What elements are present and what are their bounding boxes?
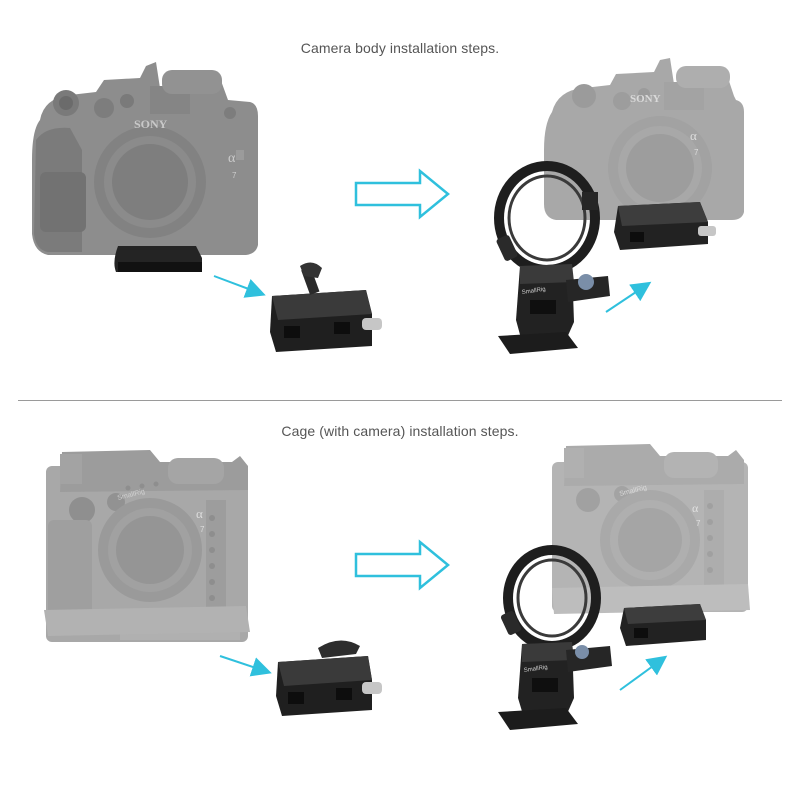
rotating-mount: SmallRig [494, 161, 610, 354]
caption-camera-body: Camera body installation steps. [300, 40, 500, 56]
right-arrow-outline-icon [354, 539, 450, 591]
right-arrow-outline-icon [354, 168, 450, 220]
quick-release-clamp-mounted [620, 604, 706, 646]
camera-model-number-right: 7 [694, 148, 699, 157]
mount-brand-label: SmallRig [523, 665, 548, 674]
section-divider [18, 400, 782, 401]
rotating-mount: SmallRig [498, 545, 612, 730]
cage-steps: SmallRig α 7 SmallRig α 7 [0, 400, 800, 800]
cage-camera-model-number: 7 [200, 525, 205, 534]
cage-camera-model-alpha-right: α [692, 501, 699, 515]
camera-in-cage-left: SmallRig α 7 [44, 450, 250, 642]
mount-brand-label: SmallRig [521, 287, 546, 296]
cage-camera-model-number-right: 7 [696, 519, 701, 528]
diagonal-arrow-icon [213, 275, 266, 298]
camera-brand-label-right: SONY [630, 93, 661, 105]
camera-body-steps: SONY α 7 SONY α 7 [32, 58, 744, 354]
camera-model-alpha-right: α [690, 128, 697, 143]
diagonal-arrow-icon [605, 281, 652, 313]
caption-cage: Cage (with camera) installation steps. [281, 423, 519, 439]
camera-in-cage-right: SmallRig α 7 [552, 444, 750, 614]
cage-illustration: SmallRig α 7 SmallRig α 7 [44, 444, 750, 730]
camera-model-alpha: α [228, 151, 236, 166]
camera-body-right: SONY α 7 [544, 58, 744, 220]
camera-brand-label: SONY [134, 117, 168, 131]
quick-release-clamp-mounted [614, 202, 716, 250]
diagonal-arrow-icon [219, 655, 272, 677]
quick-release-plate [114, 246, 202, 272]
diagonal-arrow-icon [619, 655, 668, 691]
camera-body-illustration: SONY α 7 SONY α 7 [32, 58, 744, 354]
quick-release-clamp [270, 262, 382, 352]
cage-camera-model-alpha: α [196, 506, 203, 521]
quick-release-clamp [276, 640, 382, 716]
camera-model-number: 7 [232, 171, 237, 180]
camera-body-left: SONY α 7 [32, 62, 258, 255]
